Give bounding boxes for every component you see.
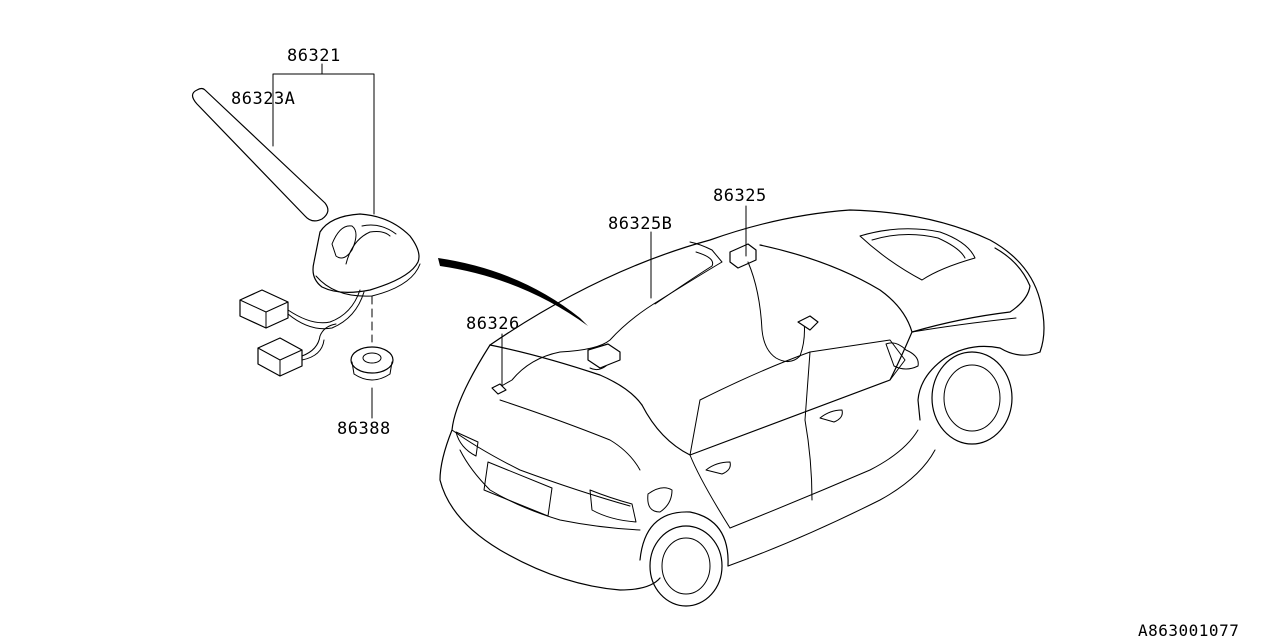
label-cable-front: 86325 xyxy=(713,186,767,206)
grommet-drawing xyxy=(350,346,394,381)
installation-arrow xyxy=(438,258,588,326)
label-cable-rear: 86325B xyxy=(608,214,672,234)
antenna-connectors-drawing xyxy=(239,289,365,377)
label-antenna-rod: 86323A xyxy=(231,89,295,109)
diagram-reference-code: A863001077 xyxy=(1138,621,1239,640)
car-cables-drawing xyxy=(491,241,819,395)
label-antenna-assembly: 86321 xyxy=(287,46,341,66)
antenna-base-drawing xyxy=(312,213,421,297)
leader-lines-left xyxy=(272,63,375,419)
leader-lines-right xyxy=(501,205,747,387)
label-cable-hatch: 86326 xyxy=(466,314,520,334)
antenna-rod-drawing xyxy=(191,87,329,222)
label-grommet: 86388 xyxy=(337,419,391,439)
car-body-drawing xyxy=(439,209,1045,607)
